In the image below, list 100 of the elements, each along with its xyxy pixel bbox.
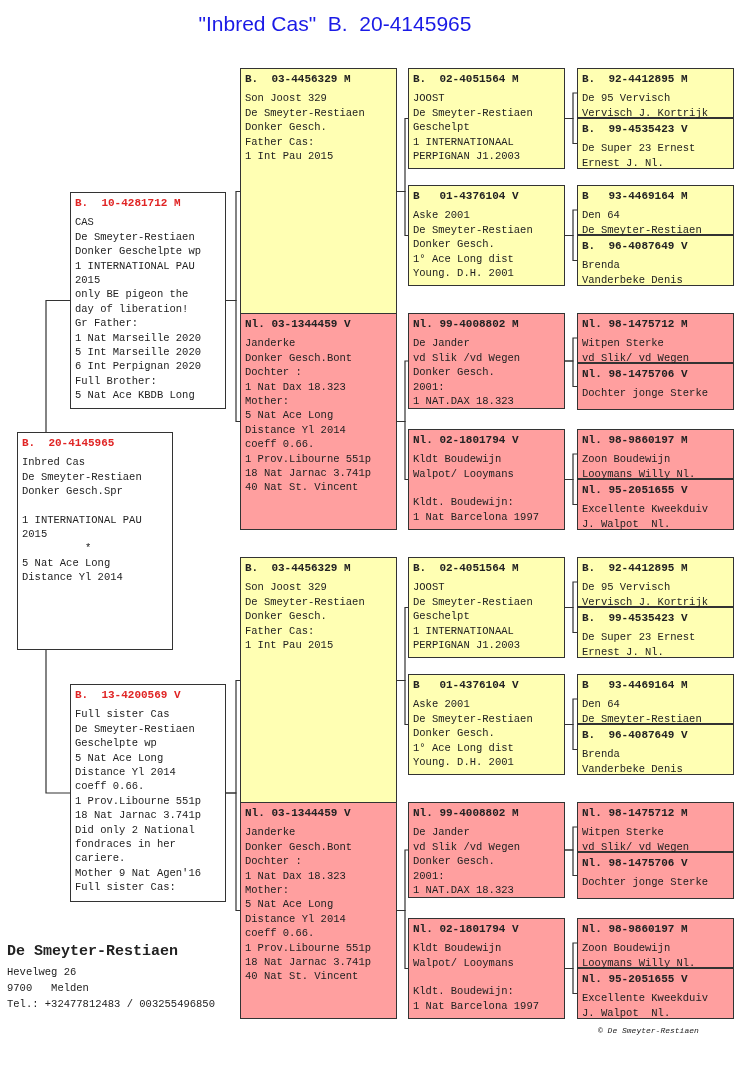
pedigree-note: 1 Prov.Libourne 551p [245,451,373,467]
pedigree-note: 2001: [413,868,446,884]
pedigree-note: Gr Father: [75,316,139,331]
pedigree-note: 1 NAT.DAX 18.323 [413,883,515,898]
pedigree-note: 5 Nat Ace KBDB Long [75,388,196,403]
pedigree-note: Vervisch J. Kortrijk [582,105,710,121]
ring-number: B. 10-4281712 M [75,196,182,211]
pedigree-note: Kldt. Boudewijn: [413,495,515,510]
pedigree-note: 18 Nat Jarnac 3.741p [245,955,373,970]
pedigree-card [577,557,734,607]
pedigree-note: De Smeyter-Restiaen [245,594,366,610]
pedigree-note: Janderke [245,336,297,351]
pedigree-note: Full Brother: [75,373,158,389]
ring-number: B. 20-4145965 [22,436,116,451]
pedigree-title: "Inbred Cas" B. 20-4145965 [197,12,473,36]
pedigree-note: Witpen Sterke [582,825,665,840]
pedigree-card [408,185,565,286]
pedigree-note: Mother: [245,394,291,409]
pedigree-note: Vervisch J. Kortrijk [582,594,710,610]
ring-number: Nl. 98-9860197 M [582,433,689,448]
pedigree-note: 1 Nat Barcelona 1997 [413,998,541,1014]
pedigree-card [70,192,226,409]
ring-number: Nl. 98-1475712 M [582,806,689,821]
pedigree-note: Dochter : [245,854,303,869]
pedigree-card [408,918,565,1019]
pedigree-note: 40 Nat St. Vincent [245,969,360,984]
pedigree-note: De Jander [413,825,471,840]
pedigree-card [408,802,565,898]
ring-number: B 01-4376104 V [413,189,520,204]
ring-number: B. 02-4051564 M [413,72,520,87]
ring-number: B. 03-4456329 M [245,561,352,576]
pedigree-note: Walpot/ Looymans [413,466,515,482]
pedigree-note: De Jander [413,336,471,351]
pedigree-note: Donker Gesch.Bont [245,839,354,855]
pedigree-note: 1° Ace Long dist Young. D.H. 2001 [413,251,515,281]
ring-number: Nl. 02-1801794 V [413,433,520,448]
pedigree-note: vd Slik /vd Wegen [413,839,522,855]
pedigree-note: Aske 2001 [413,208,471,223]
phone-number: Tel.: +32477812483 / 003255496850 [7,998,215,1010]
ring-number: Nl. 98-1475706 V [582,856,689,871]
pedigree-card [240,68,397,315]
pedigree-note: Ernest J. Nl. [582,155,665,171]
pedigree-note: 1 INTERNATIONAL PAU 2015 [22,512,143,542]
pedigree-note: Donker Gesch. [413,854,496,869]
pedigree-note: Geschelpte wp [75,736,158,751]
pedigree-card [70,684,226,902]
pedigree-note: De 95 Vervisch [582,580,672,595]
ring-number: Nl. 99-4008802 M [413,317,520,332]
pedigree-note: vd Slik /vd Wegen [413,350,522,366]
pedigree-note: Looymans Willy Nl. [582,955,697,971]
pedigree-note: De Smeyter-Restiaen [582,222,703,238]
pedigree-card [577,724,734,775]
breeder-name: De Smeyter-Restiaen [7,943,179,960]
pedigree-note: coeff 0.66. [245,437,316,452]
pedigree-note: De Smeyter-Restiaen [75,229,196,245]
pedigree-note: 1° Ace Long dist Young. D.H. 2001 [413,740,515,770]
pedigree-note: Excellente Kweekduiv [582,991,710,1006]
pedigree-card [577,363,734,410]
pedigree-card [577,68,734,118]
address-line: 9700 Melden [7,982,89,994]
pedigree-card [577,674,734,724]
ring-number: B. 13-4200569 V [75,688,182,703]
pedigree-card [577,479,734,530]
pedigree-note: 1 Prov.Libourne 551p [245,940,373,956]
pedigree-note: Kldt. Boudewijn: [413,984,515,999]
pedigree-note: JOOST [413,91,446,106]
pedigree-note: Geschelpt [413,120,471,135]
pedigree-note: Father Cas: [245,623,316,639]
pedigree-note: De Smeyter-Restiaen [22,469,143,485]
ring-number: Nl. 98-1475712 M [582,317,689,332]
pedigree-note: Full sister Cas: [75,880,177,895]
pedigree-note: 1 Nat Dax 18.323 [245,379,347,395]
pedigree-card [577,313,734,363]
pedigree-note: Den 64 [582,697,621,712]
pedigree-note: only BE pigeon the day of liberation! [75,287,190,317]
pedigree-note: 1 Prov.Libourne 551p [75,793,203,809]
pedigree-note: Father Cas: [245,134,316,150]
pedigree-note: J. Walpot Nl. [582,1005,672,1021]
pedigree-note: Vanderbeke Denis [582,272,684,288]
pedigree-note: coeff 0.66. [245,926,316,941]
ring-number: B. 92-4412895 M [582,72,689,87]
pedigree-card [577,802,734,852]
address-line: Hevelweg 26 [7,966,77,978]
ring-number: Nl. 03-1344459 V [245,806,352,821]
pedigree-note: De Smeyter-Restiaen [413,711,534,727]
connector-line [396,909,409,970]
pedigree-note: Vanderbeke Denis [582,761,684,777]
pedigree-card [408,674,565,775]
pedigree-note: 1 Nat Marseille 2020 [75,330,203,346]
connector-line [396,420,409,481]
pedigree-note: 1 INTERNATIONAAL PERPIGNAN J1.2003 [413,134,522,164]
ring-number: B. 99-4535423 V [582,122,689,137]
pedigree-card [577,968,734,1019]
pedigree-note: Witpen Sterke [582,336,665,351]
pedigree-note: 18 Nat Jarnac 3.741p [245,466,373,481]
pedigree-note: De Smeyter-Restiaen [245,105,366,121]
ring-number: Nl. 95-2051655 V [582,483,689,498]
pedigree-card [577,918,734,968]
pedigree-note: Donker Gesch. [413,365,496,380]
ring-number: B. 92-4412895 M [582,561,689,576]
